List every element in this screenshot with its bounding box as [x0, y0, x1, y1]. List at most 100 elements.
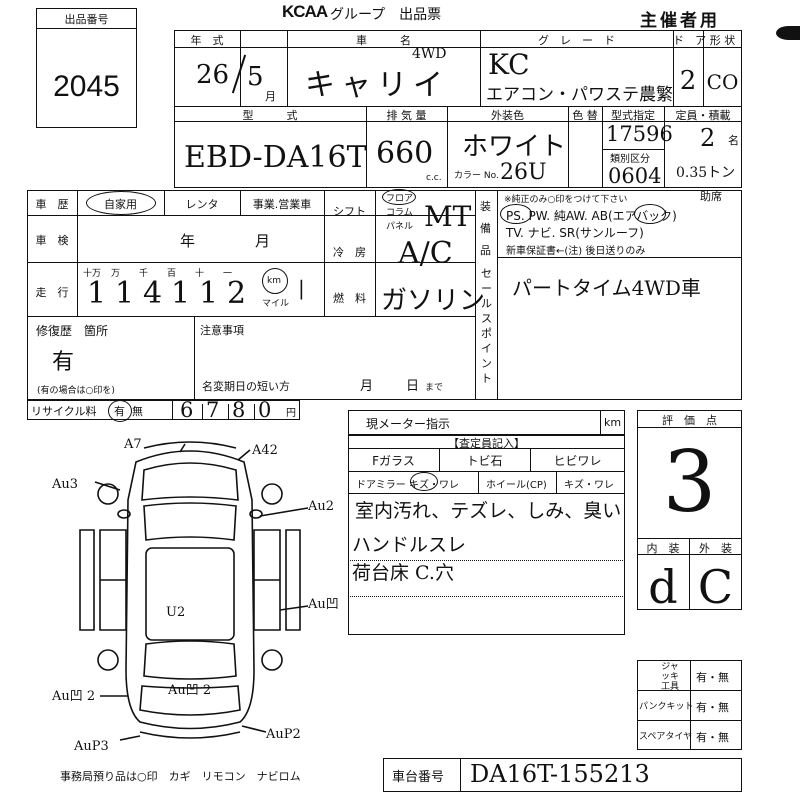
equipment-line3: 新車保証書←(注) 後日送りのみ	[506, 246, 646, 257]
grade-label: グ レ ー ド	[538, 34, 615, 47]
recycle-circle	[108, 400, 132, 422]
recycle-divider	[228, 404, 229, 420]
shift-value: MT	[424, 200, 472, 233]
repair-value: 有	[52, 350, 75, 375]
color-value: ホワイト	[462, 132, 567, 162]
score-value: 3	[662, 433, 717, 531]
history-rental: レンタ	[185, 198, 219, 211]
vehicle-table	[174, 30, 742, 188]
inspection-year: 年	[180, 232, 196, 250]
shift-panel: パネル	[386, 222, 414, 232]
equipment-line1-note: 助席	[700, 190, 722, 203]
chassis-number: DA16T-155213	[470, 760, 650, 788]
hibi-label: ヒビワレ	[553, 454, 602, 468]
grade-detail: エアコン・パワステ農繁	[486, 85, 673, 105]
equipment-label: 装備品	[480, 200, 491, 257]
car-name: キャリイ	[305, 68, 449, 103]
interior-score: d	[648, 560, 678, 614]
wheel-label: ホイール(CP)	[486, 480, 547, 491]
doors-label: ド ア	[673, 34, 706, 47]
recycle-digit: 0	[258, 398, 272, 422]
meter-box	[348, 410, 625, 435]
fuel-label: 燃 料	[333, 292, 366, 305]
doors-value: 2	[679, 66, 697, 96]
deadline-label: 名変期日の短い方	[202, 380, 290, 393]
exterior-label: 外 装	[699, 542, 732, 555]
displacement-label: 排 気 量	[386, 109, 427, 122]
capacity-value: 2	[700, 124, 716, 152]
score-label: 評 価 点	[662, 414, 717, 427]
shift-circle	[382, 189, 416, 205]
mileage-label: 走 行	[35, 286, 69, 299]
color-label: 外装色	[491, 109, 524, 122]
wheel-damage-label: キズ・ワレ	[564, 480, 614, 491]
ac-label: 冷 房	[333, 246, 366, 259]
chassis-box	[383, 758, 742, 792]
shape-value: CO	[706, 70, 739, 94]
repair-note: (有の場合は○印を)	[37, 386, 115, 396]
model-label: 型 式	[242, 109, 298, 122]
mileage-digit: 2	[227, 276, 247, 311]
recycle-box	[27, 400, 300, 420]
month-unit: 月	[265, 90, 276, 103]
history-circle	[86, 191, 156, 215]
drive-type: 4WD	[412, 46, 447, 62]
mileage-digit-label: 百	[167, 269, 177, 279]
month-value: 5	[247, 62, 264, 92]
office-note: 事務局預り品は○印 カギ リモコン ナビロム	[60, 770, 301, 783]
model-value: EBD-DA16T	[184, 140, 367, 175]
color-no-label: カラー No.	[454, 171, 499, 181]
corner-mark	[776, 26, 800, 40]
history-commercial: 事業.営業車	[252, 198, 312, 211]
damage-mark-right: Au凹 2	[307, 597, 340, 612]
displacement-value: 660	[376, 136, 434, 171]
tool-jack-label: ジャッキ工具	[660, 662, 679, 692]
organizer-label: 主催者用	[640, 11, 720, 31]
inspection-label: 車 検	[35, 234, 69, 247]
remark-3: 荷台床 C.穴	[352, 562, 454, 584]
mileage-digit-label: 十	[195, 269, 205, 279]
inspector-label: 【査定員記入】	[448, 437, 525, 450]
history-grid	[27, 190, 742, 400]
inspector-box	[348, 435, 625, 635]
recycle-divider	[202, 404, 203, 420]
tools-box	[637, 660, 742, 750]
class-label: 類別区分	[610, 154, 650, 165]
chassis-label: 車台番号	[392, 770, 445, 785]
mileage-digit: 1	[199, 276, 219, 311]
damage-mark-roof: U2	[166, 605, 185, 620]
deadline-day: 日	[406, 379, 420, 394]
mile-label: マイル	[262, 299, 290, 309]
shift-column: コラム	[386, 208, 413, 218]
tool-spare-value: 有・無	[696, 731, 729, 744]
year-value: 26	[196, 60, 230, 90]
form-title: グループ 出品票	[330, 7, 442, 23]
capacity-unit: 名	[728, 134, 739, 147]
damage-mark-a7: A7	[123, 437, 142, 452]
mileage-digit: 1	[87, 276, 107, 311]
tobi-label: トビ石	[466, 454, 503, 468]
name-label: 車 名	[356, 34, 411, 47]
mileage-digit-label: 十万	[83, 269, 102, 279]
equipment-line2: TV. ナビ. SR(サンルーフ)	[506, 226, 644, 240]
year-label: 年 式	[190, 34, 224, 47]
recycle-no: 無	[132, 405, 143, 418]
lot-label: 出品番号	[64, 13, 109, 26]
recycle-label: リサイクル料	[31, 405, 97, 418]
shape-label: 形 状	[709, 34, 736, 47]
damage-mark-left: Au凹 2	[51, 689, 95, 704]
selling-points-text: パートタイム4WD車	[512, 276, 701, 300]
km-circle	[262, 268, 288, 294]
mile-dash: |	[298, 276, 305, 300]
damage-mark-aup3: AuP3	[73, 739, 109, 754]
mileage-digit-label: 一	[223, 269, 233, 279]
shift-label: シフト	[333, 205, 366, 218]
mileage-digit: 1	[171, 276, 191, 311]
damage-mark-au2: Au2	[307, 499, 334, 514]
recycle-digit: 8	[232, 398, 246, 422]
tool-spare-label: スペアタイヤ	[639, 732, 693, 742]
interior-label: 内 装	[646, 542, 680, 555]
damage-mark-au3: Au3	[51, 477, 78, 492]
fuel-value: ガソリン	[381, 286, 486, 316]
color-no-value: 26U	[500, 160, 547, 185]
